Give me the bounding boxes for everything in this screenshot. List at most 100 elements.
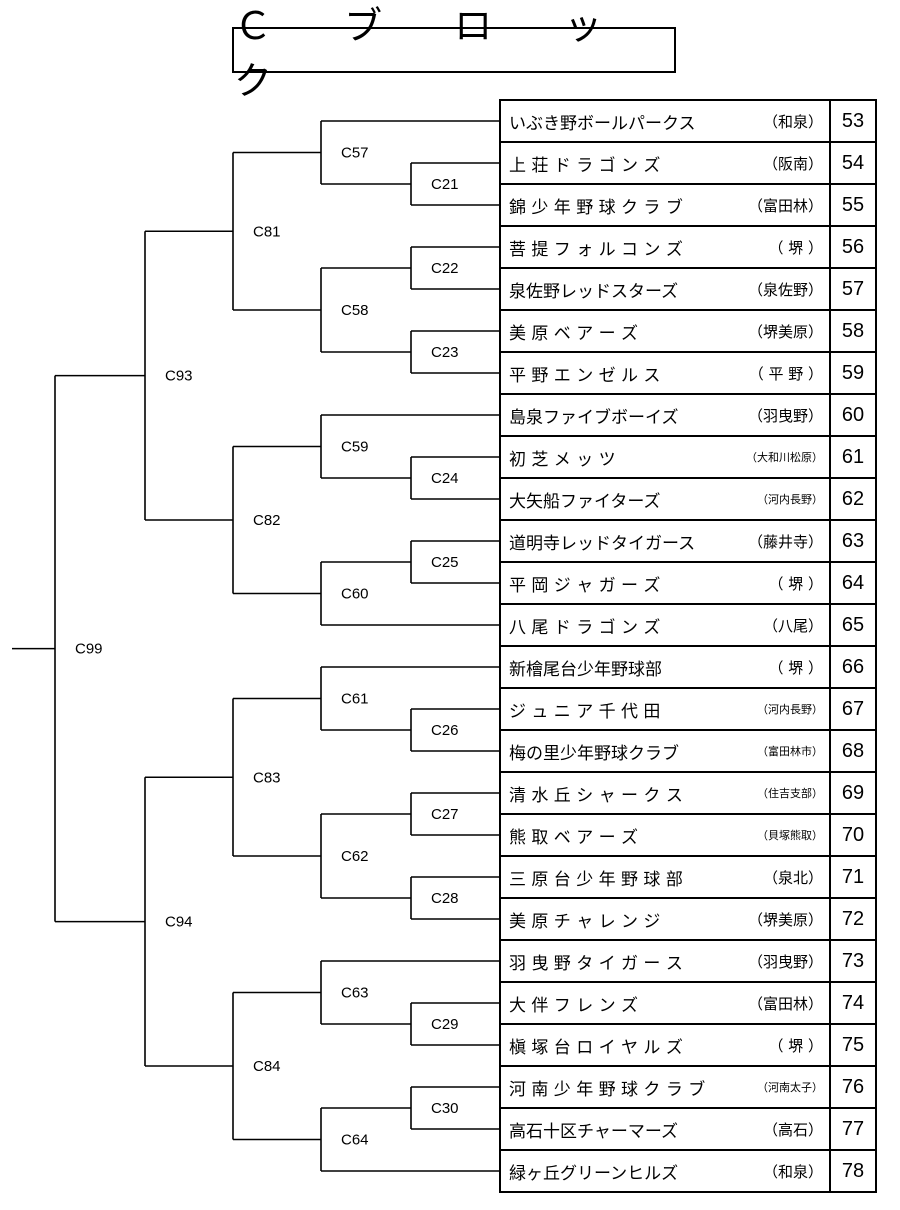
team-row: 槇 塚 台 ロ イ ヤ ル ズ（ 堺 ）75 (499, 1025, 877, 1067)
team-name: 羽 曳 野 タ イ ガ ー ス (509, 953, 683, 974)
team-name: 梅の里少年野球クラブ (509, 743, 679, 764)
team-row: 平 野 エ ン ゼ ル ス （ 平 野 ） 59 (499, 353, 877, 395)
team-name: 槇 塚 台 ロ イ ヤ ル ズ (509, 1037, 683, 1058)
match-label: C83 (253, 769, 281, 786)
team-name: 美 原 ベ ア ー ズ (509, 323, 639, 344)
team-row: 緑ヶ丘グリーンヒルズ （和泉） 78 (499, 1151, 877, 1193)
team-row: 平 岡 ジ ャ ガ ー ズ（ 堺 ）64 (499, 563, 877, 605)
team-cell: 清 水 丘 シ ャ ー ク ス（住吉支部） (499, 773, 829, 813)
match-label: C57 (341, 145, 369, 162)
team-area: （富田林） (747, 196, 823, 215)
team-row: 三 原 台 少 年 野 球 部（泉北）71 (499, 857, 877, 899)
match-label: C84 (253, 1058, 281, 1075)
team-cell: いぶき野ボールパークス （和泉） (499, 101, 829, 141)
team-number: 59 (829, 353, 877, 393)
team-number: 54 (829, 143, 877, 183)
team-row: 泉佐野レッドスターズ （泉佐野） 57 (499, 269, 877, 311)
team-number: 68 (829, 731, 877, 771)
team-area: （八尾） (762, 616, 823, 635)
team-area: （和泉） (762, 1162, 823, 1181)
team-area: （堺美原） (747, 322, 823, 341)
match-label: C93 (165, 368, 193, 385)
team-area: （泉佐野） (747, 280, 823, 299)
team-cell: 梅の里少年野球クラブ （富田林市） (499, 731, 829, 771)
team-area: （富田林市） (757, 745, 823, 758)
match-label: C99 (75, 641, 103, 658)
team-cell: 錦 少 年 野 球 ク ラ ブ（富田林） (499, 185, 829, 225)
team-row: 梅の里少年野球クラブ （富田林市） 68 (499, 731, 877, 773)
team-number: 78 (829, 1151, 877, 1191)
team-number: 57 (829, 269, 877, 309)
team-cell: 島泉ファイブボーイズ （羽曳野） (499, 395, 829, 435)
team-name: 美 原 チ ャ レ ン ジ (509, 911, 661, 932)
team-area: （羽曳野） (747, 952, 823, 971)
team-area: （ 堺 ） (768, 238, 823, 257)
team-row: 羽 曳 野 タ イ ガ ー ス（羽曳野）73 (499, 941, 877, 983)
team-cell: 大矢船ファイターズ（河内長野） (499, 479, 829, 519)
team-number: 69 (829, 773, 877, 813)
team-name: 八 尾 ド ラ ゴ ン ズ (509, 617, 661, 638)
match-label: C26 (431, 722, 459, 739)
team-row: 上 荘 ド ラ ゴ ン ズ（阪南）54 (499, 143, 877, 185)
team-name: いぶき野ボールパークス (509, 113, 696, 134)
team-cell: 道明寺レッドタイガース（藤井寺） (499, 521, 829, 561)
team-cell: 熊 取 ベ ア ー ズ（貝塚熊取） (499, 815, 829, 855)
team-number: 76 (829, 1067, 877, 1107)
match-label: C63 (341, 985, 369, 1002)
team-row: 河 南 少 年 野 球 ク ラ ブ（河南太子）76 (499, 1067, 877, 1109)
team-name: 大 伴 フ レ ン ズ (509, 995, 639, 1016)
team-cell: 緑ヶ丘グリーンヒルズ （和泉） (499, 1151, 829, 1191)
team-cell: 新檜尾台少年野球部（ 堺 ） (499, 647, 829, 687)
team-name: 泉佐野レッドスターズ (509, 281, 679, 302)
team-area: （ 平 野 ） (748, 364, 823, 383)
team-cell: ジ ュ ニ ア 千 代 田（河内長野） (499, 689, 829, 729)
team-cell: 上 荘 ド ラ ゴ ン ズ（阪南） (499, 143, 829, 183)
team-area: （阪南） (762, 154, 823, 173)
team-area: （高石） (762, 1120, 823, 1139)
team-area: （ 堺 ） (768, 574, 823, 593)
match-label: C24 (431, 470, 459, 487)
team-number: 72 (829, 899, 877, 939)
team-row: 菩 提 フ ォ ル コ ン ズ（ 堺 ）56 (499, 227, 877, 269)
team-area: （富田林） (747, 994, 823, 1013)
team-name: 大矢船ファイターズ (509, 491, 661, 512)
team-number: 71 (829, 857, 877, 897)
team-row: 清 水 丘 シ ャ ー ク ス（住吉支部）69 (499, 773, 877, 815)
match-label: C22 (431, 260, 459, 277)
team-area: （大和川松原） (746, 451, 823, 464)
team-row: 道明寺レッドタイガース（藤井寺）63 (499, 521, 877, 563)
team-cell: 平 野 エ ン ゼ ル ス （ 平 野 ） (499, 353, 829, 393)
team-cell: 河 南 少 年 野 球 ク ラ ブ（河南太子） (499, 1067, 829, 1107)
team-area: （住吉支部） (757, 787, 823, 800)
team-number: 77 (829, 1109, 877, 1149)
team-name: 緑ヶ丘グリーンヒルズ (509, 1163, 679, 1184)
team-cell: 三 原 台 少 年 野 球 部（泉北） (499, 857, 829, 897)
team-cell: 菩 提 フ ォ ル コ ン ズ（ 堺 ） (499, 227, 829, 267)
match-label: C28 (431, 890, 459, 907)
match-label: C58 (341, 302, 369, 319)
team-cell: 羽 曳 野 タ イ ガ ー ス （羽曳野） (499, 941, 829, 981)
team-number: 62 (829, 479, 877, 519)
team-cell: 八 尾 ド ラ ゴ ン ズ （八尾） (499, 605, 829, 645)
team-name: 平 岡 ジ ャ ガ ー ズ (509, 575, 661, 596)
team-area: （河南太子） (757, 1081, 823, 1094)
team-area: （堺美原） (747, 910, 823, 929)
team-cell: 泉佐野レッドスターズ （泉佐野） (499, 269, 829, 309)
team-row: ジ ュ ニ ア 千 代 田（河内長野）67 (499, 689, 877, 731)
team-number: 67 (829, 689, 877, 729)
team-row: 新檜尾台少年野球部（ 堺 ）66 (499, 647, 877, 689)
team-name: 島泉ファイブボーイズ (509, 407, 679, 428)
match-label: C29 (431, 1016, 459, 1033)
block-title-box: Ｃ ブ ロ ッ ク (232, 4, 676, 103)
team-row: 美 原 ベ ア ー ズ （堺美原） 58 (499, 311, 877, 353)
team-name: 平 野 エ ン ゼ ル ス (509, 365, 661, 386)
team-name: 新檜尾台少年野球部 (509, 659, 662, 680)
match-label: C61 (341, 691, 369, 708)
team-area: （和泉） (762, 112, 823, 131)
team-number: 75 (829, 1025, 877, 1065)
match-label: C21 (431, 176, 459, 193)
team-number: 58 (829, 311, 877, 351)
team-area: （羽曳野） (747, 406, 823, 425)
